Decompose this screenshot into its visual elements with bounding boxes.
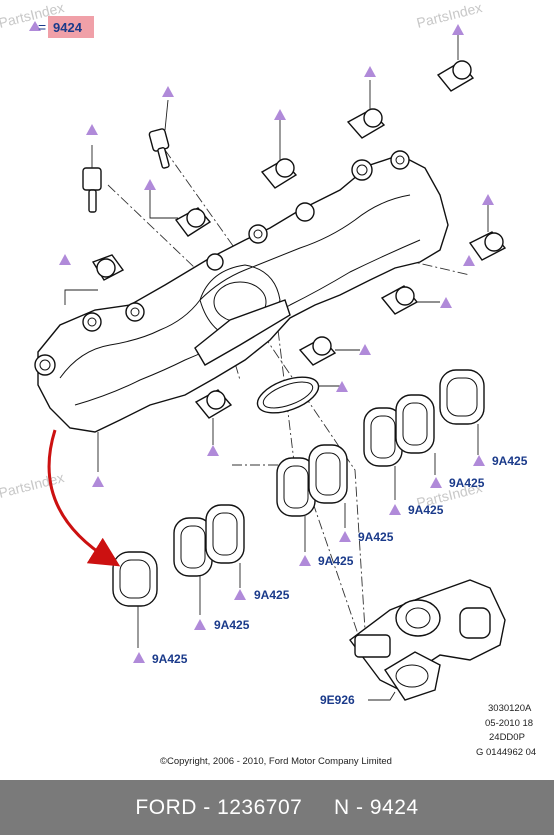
reference-code: 24DD0P: [489, 732, 525, 743]
gasket: [439, 369, 485, 455]
legend-equals: =: [38, 19, 46, 35]
stud: [82, 145, 102, 213]
bolt: [298, 336, 360, 366]
footer-part-number: FORD - 1236707 N - 9424: [135, 795, 419, 819]
copyright-notice: ©Copyright, 2006 - 2010, Ford Motor Comp…: [160, 756, 392, 767]
legend-marker-icon: [29, 21, 41, 31]
reference-code: 05-2010 18: [485, 718, 533, 729]
gasket: [112, 551, 158, 648]
bolt: [194, 389, 233, 445]
alignment-line: [404, 259, 471, 276]
gasket: [276, 444, 348, 552]
part-label: 9A425: [318, 554, 354, 568]
exhaust-manifold: [34, 150, 449, 433]
watermark: PartsIndex: [415, 0, 484, 31]
legend-badge: [48, 16, 94, 38]
reference-code: 3030120A: [488, 703, 532, 714]
part-label: 9E926: [320, 693, 355, 707]
bolt: [149, 188, 212, 237]
bolt: [260, 120, 298, 189]
alignment-line: [164, 149, 296, 471]
part-label: 9A425: [152, 652, 188, 666]
legend-code: 9424: [53, 20, 83, 35]
bolt: [468, 205, 507, 261]
ring-gasket: [256, 376, 340, 414]
gasket: [173, 504, 245, 615]
part-label: 9A425: [214, 618, 250, 632]
part-label: 9A425: [358, 530, 394, 544]
part-label: 9A425: [449, 476, 485, 490]
part-number-footer: FORD - 1236707 N - 9424: [0, 780, 554, 835]
flow-arrow: [47, 429, 121, 567]
bolt: [436, 35, 475, 92]
part-label: 9A425: [492, 454, 528, 468]
reference-code: G 0144962 04: [476, 747, 536, 758]
part-label: 9A425: [408, 503, 444, 517]
bolt: [346, 80, 386, 139]
watermark: PartsIndex: [0, 469, 66, 501]
stud: [148, 99, 170, 169]
exploded-parts-diagram: PartsIndex PartsIndex PartsIndex PartsIn…: [0, 0, 536, 767]
bolt: [380, 285, 440, 315]
gasket: [363, 394, 436, 500]
part-label: 9A425: [254, 588, 290, 602]
marker-icon: [59, 24, 494, 663]
egr-valve: [349, 579, 506, 701]
bolt: [64, 254, 125, 305]
